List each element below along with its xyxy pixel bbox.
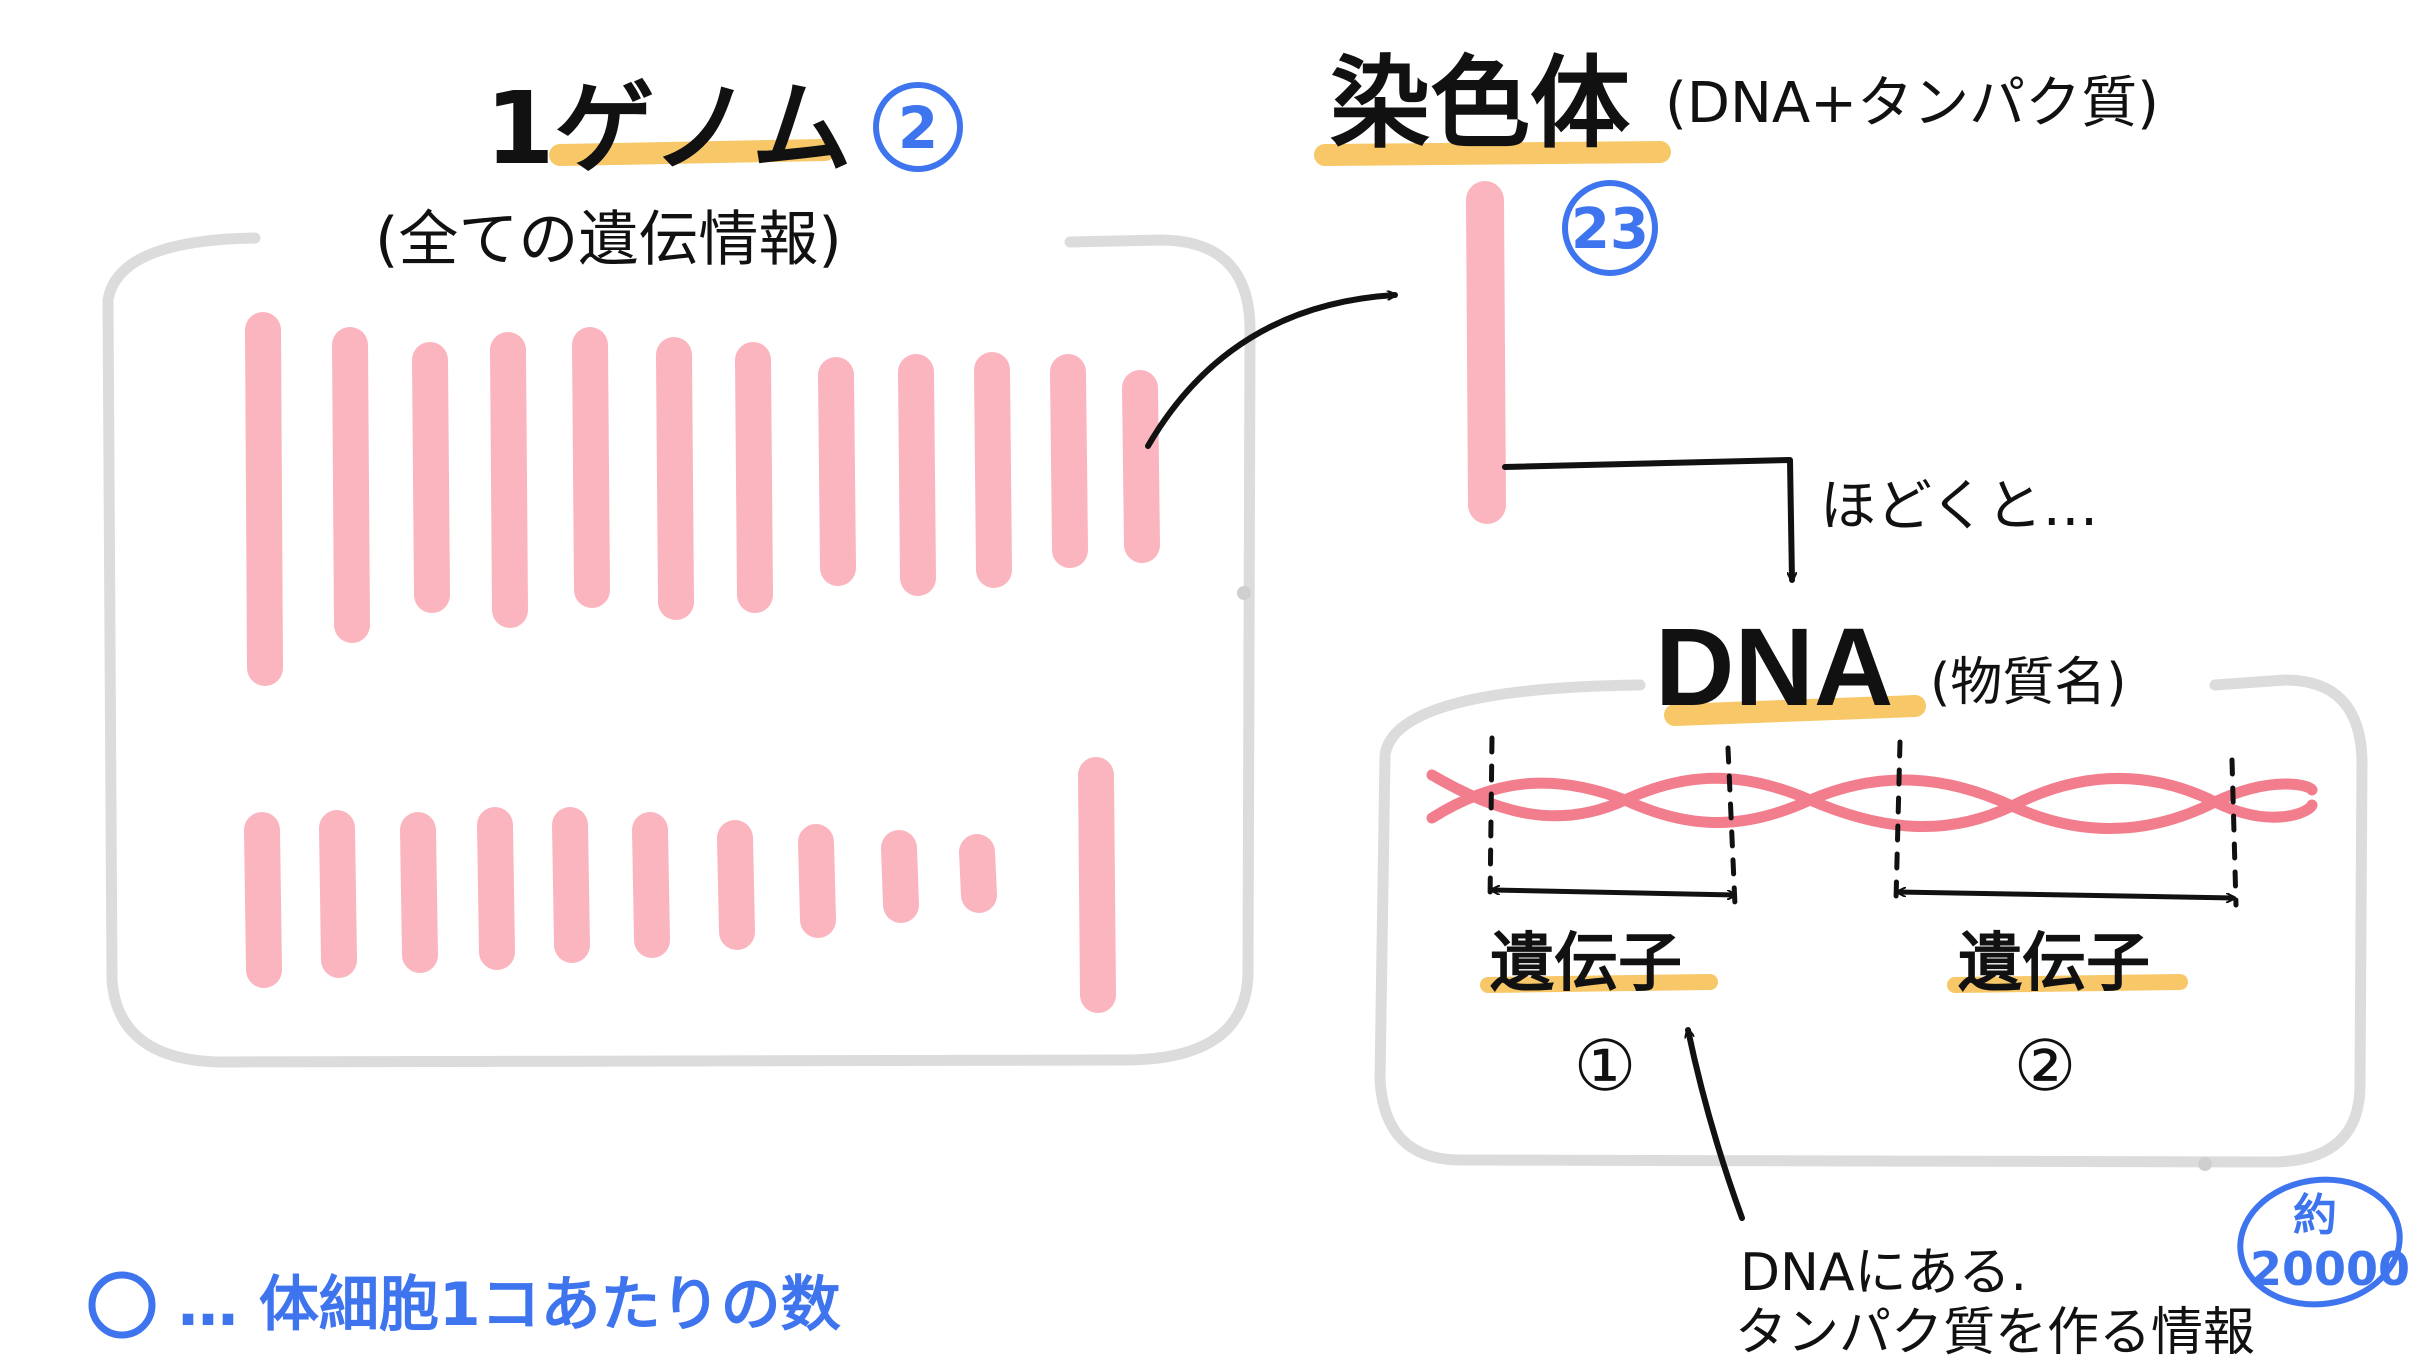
gene-count-prefix: 約 bbox=[2293, 1190, 2337, 1241]
gene-note-arrow bbox=[1688, 1027, 1745, 1221]
genome-title: 1ゲノム bbox=[485, 70, 852, 187]
chromosome-title: 染色体 bbox=[1330, 45, 1630, 162]
chromosome-subtitle: (DNA+タンパク質) bbox=[1665, 71, 2159, 136]
dna-subtitle: (物質名) bbox=[1930, 653, 2127, 713]
chromosome-bar bbox=[1078, 757, 1116, 1013]
chromosome-bar bbox=[490, 332, 528, 628]
chromosome-count-circle bbox=[1562, 180, 1658, 276]
genome-box bbox=[102, 232, 1256, 1068]
chromosome-highlight bbox=[1314, 141, 1671, 166]
box-notch bbox=[1237, 586, 1251, 600]
chromosome-bar bbox=[400, 812, 438, 973]
chromosomes-row-2 bbox=[244, 757, 1116, 1013]
genome-highlight bbox=[549, 139, 836, 166]
dna-box-notch bbox=[2198, 1157, 2212, 1171]
single-chromosome bbox=[1466, 181, 1506, 524]
gene-2-highlight bbox=[1947, 974, 2188, 993]
chromosome-bar bbox=[959, 834, 997, 913]
gene-1-highlight bbox=[1480, 974, 1718, 993]
gene-1-number: ① bbox=[1574, 1025, 1637, 1107]
gene-note-line-2: タンパク質を作る情報 bbox=[1735, 1303, 2255, 1363]
gene-2-start-line bbox=[1893, 739, 1903, 903]
chromosomes-row-1 bbox=[245, 312, 1160, 686]
chromosome-bar bbox=[412, 342, 450, 613]
chromosome-bar bbox=[319, 810, 357, 978]
gene-note-line-1: DNAにある. bbox=[1740, 1243, 2027, 1303]
chromosome-bar bbox=[656, 337, 694, 620]
gene-count-value: 20000 bbox=[2250, 1242, 2410, 1296]
chromosome-bar bbox=[245, 312, 283, 686]
gene-2-end-line bbox=[2229, 757, 2239, 908]
chromosome-bar bbox=[332, 327, 370, 643]
chromosome-bar bbox=[898, 354, 936, 596]
genome-count: 2 bbox=[898, 94, 938, 162]
chromosome-bar bbox=[244, 812, 282, 988]
gene-1-label: 遺伝子 bbox=[1490, 927, 1682, 1001]
dna-title: DNA bbox=[1655, 606, 1893, 729]
legend-circle-icon bbox=[88, 1271, 156, 1339]
dna-box bbox=[1374, 674, 2368, 1168]
chromosome-bar bbox=[881, 830, 919, 923]
genome-subtitle: (全ての遺伝情報) bbox=[375, 205, 842, 275]
gene-2-label: 遺伝子 bbox=[1958, 927, 2150, 1001]
chromosome-bar bbox=[1122, 370, 1160, 563]
chromosome-bar bbox=[1050, 354, 1088, 568]
gene-boundaries bbox=[1487, 735, 2239, 908]
dna-helix bbox=[1426, 769, 2318, 834]
dna-highlight bbox=[1664, 695, 1926, 726]
gene-1-start-line bbox=[1487, 735, 1495, 905]
gene-2-span-arrow bbox=[1898, 892, 2234, 898]
chromosome-bar bbox=[552, 807, 590, 963]
chromosome-bar bbox=[818, 357, 856, 586]
chromosome-bar bbox=[632, 812, 670, 958]
dna-strand-b bbox=[1426, 769, 2318, 832]
chromosome-bar bbox=[974, 352, 1012, 588]
chromosome-count: 23 bbox=[1571, 197, 1649, 262]
genome-to-chromosome-arrow bbox=[1145, 295, 1398, 449]
chromosome-bar bbox=[477, 807, 515, 970]
chromosome-bar bbox=[572, 327, 610, 608]
gene-1-span-arrow bbox=[1492, 890, 1735, 895]
chromosome-bar bbox=[798, 824, 836, 938]
chromosome-to-dna-arrow bbox=[1502, 457, 1792, 583]
gene-count-circle bbox=[2237, 1176, 2403, 1308]
genome-count-circle bbox=[873, 82, 963, 172]
legend-text: … 体細胞1コあたりの数 bbox=[178, 1270, 841, 1340]
gene-2-number: ② bbox=[2014, 1025, 2077, 1107]
gene-1-end-line bbox=[1725, 745, 1738, 908]
chromosome-bar bbox=[735, 342, 773, 613]
chromosome-bar bbox=[717, 820, 755, 950]
unwind-label: ほどくと… bbox=[1820, 474, 2098, 539]
